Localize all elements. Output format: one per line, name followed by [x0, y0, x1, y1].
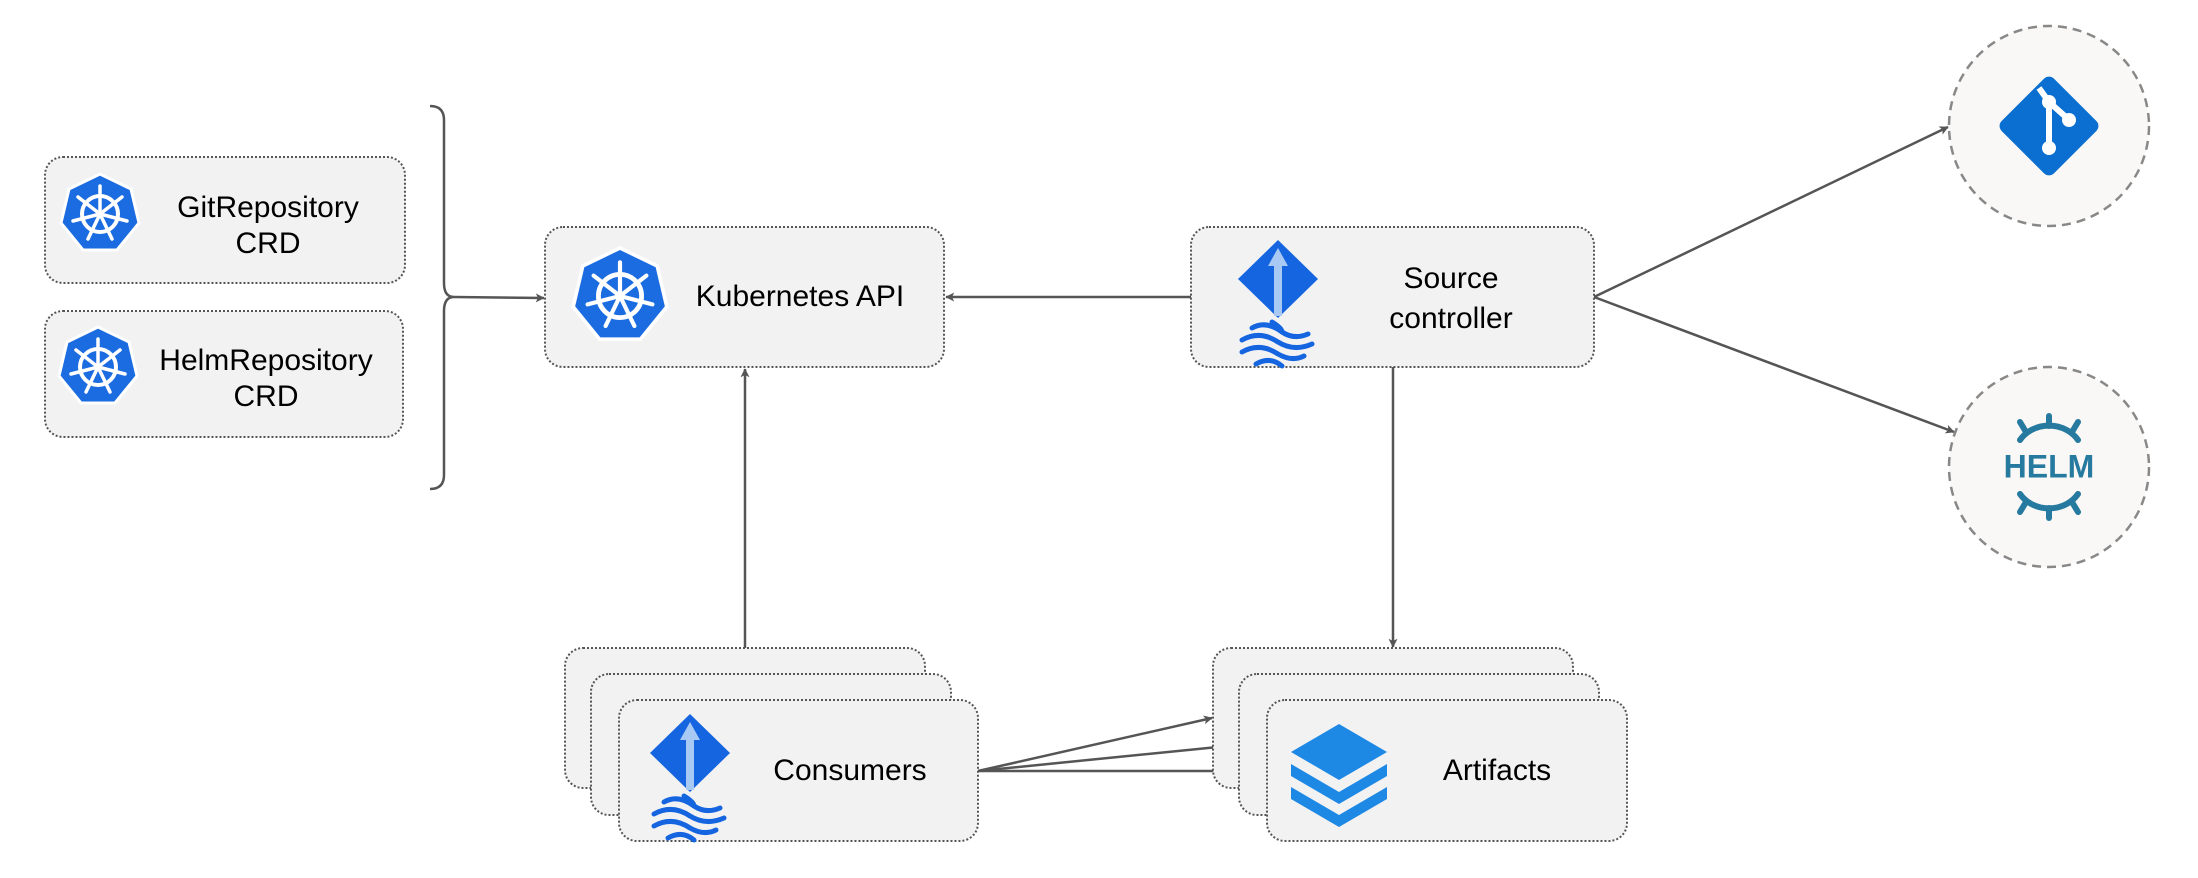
edge-consumers-to-artifacts-2: [977, 741, 1239, 773]
node-label: CRD: [236, 227, 301, 260]
edge-consumers-to-artifacts-1: [977, 715, 1213, 773]
node-label: CRD: [234, 380, 299, 413]
brace: [429, 104, 455, 491]
helm-icon: [2017, 413, 2081, 521]
edge-crds-to-api: [453, 293, 545, 303]
helm-logo-text: HELM: [2004, 448, 2095, 484]
node-git[interactable]: [1947, 24, 2151, 228]
node-label: controller: [1389, 302, 1512, 335]
node-label: Consumers: [773, 754, 926, 787]
git-icon: [1999, 76, 2099, 176]
node-label: GitRepository: [177, 191, 359, 224]
node-label: Kubernetes API: [696, 280, 904, 313]
node-artifacts[interactable]: Artifacts: [1212, 647, 1628, 842]
node-helm[interactable]: HELM: [1947, 365, 2151, 569]
node-consumers[interactable]: Consumers: [564, 647, 979, 841]
node-kubernetes-api[interactable]: Kubernetes API: [544, 226, 945, 368]
node-git-repository-crd[interactable]: GitRepository CRD: [44, 156, 406, 284]
node-helm-repository-crd[interactable]: HelmRepository CRD: [44, 310, 404, 438]
edge-source-to-git: [1593, 125, 1949, 299]
edge-source-to-helm: [1593, 295, 1955, 434]
node-label: HelmRepository: [159, 344, 372, 377]
node-label: Source: [1403, 262, 1498, 295]
node-label: Artifacts: [1443, 754, 1551, 787]
node-source-controller[interactable]: Source controller: [1190, 226, 1595, 367]
layers-icon: [1291, 724, 1387, 827]
